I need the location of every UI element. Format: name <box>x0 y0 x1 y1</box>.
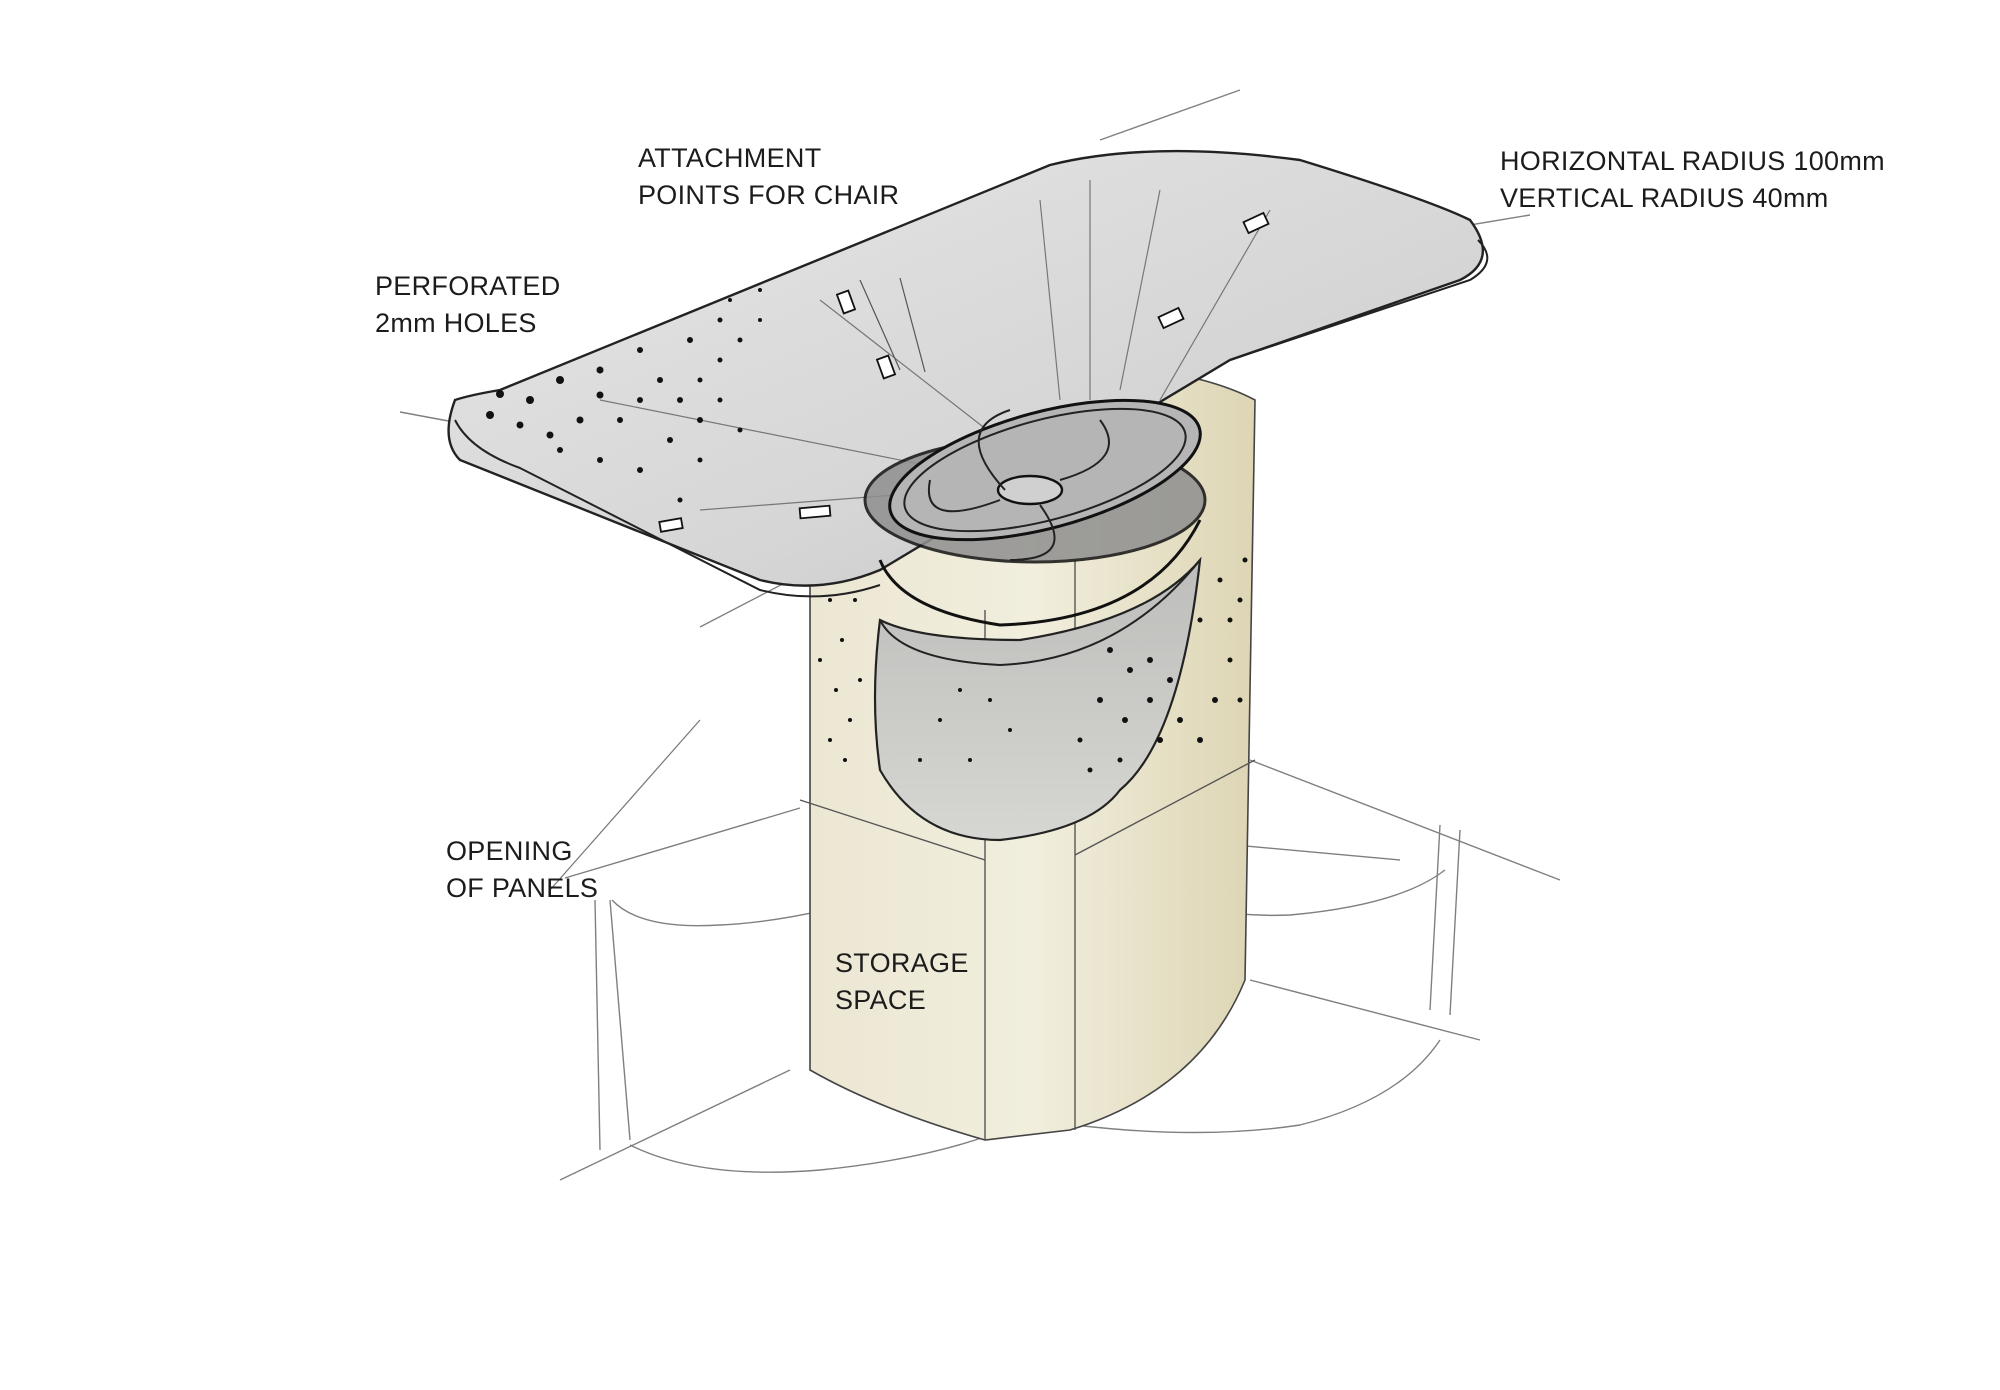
leader-lines <box>549 719 701 891</box>
attachment-line2: POINTS FOR CHAIR <box>638 180 900 210</box>
storage-space-label: STORAGE SPACE <box>835 945 969 1019</box>
radius-line2: VERTICAL RADIUS 40mm <box>1500 183 1829 213</box>
storage-line2: SPACE <box>835 985 927 1015</box>
opening-line1: OPENING <box>446 836 573 866</box>
basket <box>873 556 1202 842</box>
attachment-points-label: ATTACHMENT POINTS FOR CHAIR <box>638 140 899 214</box>
attachment-slots <box>658 211 1270 533</box>
perforated-holes-label: PERFORATED 2mm HOLES <box>375 268 561 342</box>
perforated-line1: PERFORATED <box>375 271 561 301</box>
storage-line1: STORAGE <box>835 948 969 978</box>
radius-line1: HORIZONTAL RADIUS 100mm <box>1500 146 1885 176</box>
tabletop <box>447 149 1489 598</box>
attachment-line1: ATTACHMENT <box>638 143 822 173</box>
opening-panels-label: OPENING OF PANELS <box>446 833 598 907</box>
radius-label: HORIZONTAL RADIUS 100mm VERTICAL RADIUS … <box>1500 143 1885 217</box>
perforated-line2: 2mm HOLES <box>375 308 537 338</box>
lid-disc <box>863 398 1207 627</box>
opening-line2: OF PANELS <box>446 873 599 903</box>
tabletop-perforations <box>486 288 762 503</box>
pedestal-perforations <box>818 557 1248 773</box>
